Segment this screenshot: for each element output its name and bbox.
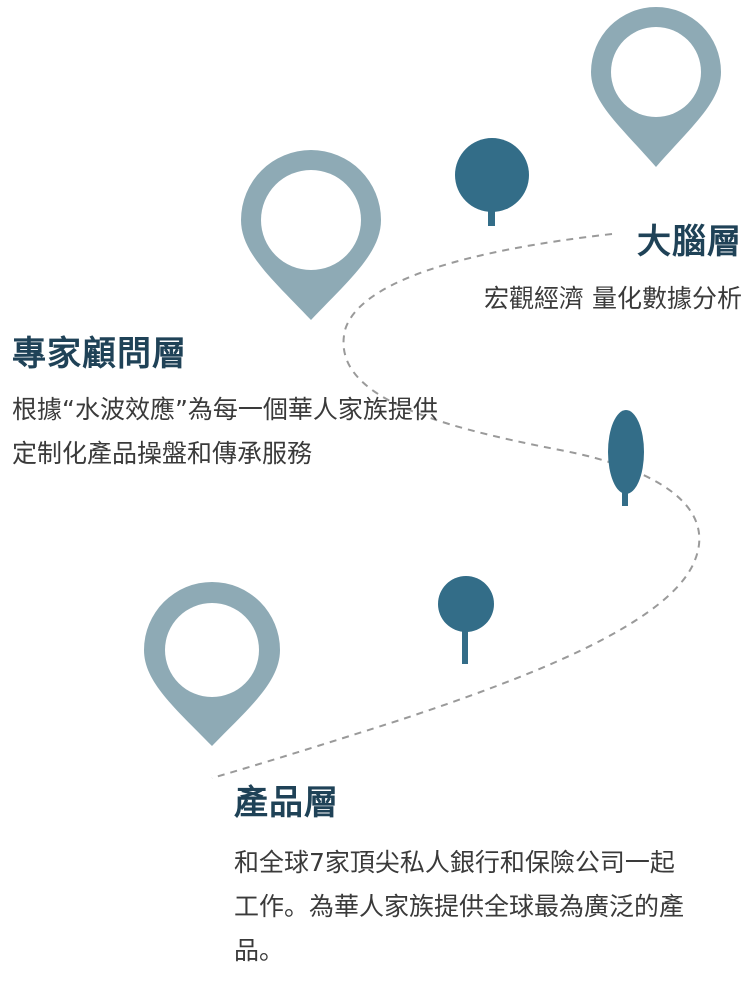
- brain-layer-title: 大腦層: [637, 222, 742, 262]
- tree-icon: [608, 410, 644, 506]
- product-layer-description: 和全球7家頂尖私人銀行和保險公司一起工作。為華人家族提供全球最為廣泛的產品。: [234, 848, 685, 965]
- map-pin-icon: [144, 582, 280, 746]
- expert-layer-title: 專家顧問層: [12, 334, 187, 374]
- dashed-route-path: [211, 233, 701, 779]
- expert-layer-block: 專家顧問層 根據“水波效應”為每一個華人家族提供定制化產品操盤和傳承服務: [12, 334, 442, 476]
- product-layer-title: 產品層: [234, 783, 339, 823]
- map-pin-icon: [591, 7, 721, 167]
- map-pin-icon: [241, 150, 381, 320]
- expert-layer-description: 根據“水波效應”為每一個華人家族提供定制化產品操盤和傳承服務: [12, 395, 438, 468]
- brain-layer-description: 宏觀經濟 量化數據分析: [484, 284, 742, 313]
- tree-icon: [455, 138, 529, 226]
- product-layer-block: 產品層 和全球7家頂尖私人銀行和保險公司一起工作。為華人家族提供全球最為廣泛的產…: [234, 783, 684, 973]
- tree-icon: [438, 576, 494, 664]
- brain-layer-block: 大腦層 宏觀經濟 量化數據分析: [382, 222, 742, 316]
